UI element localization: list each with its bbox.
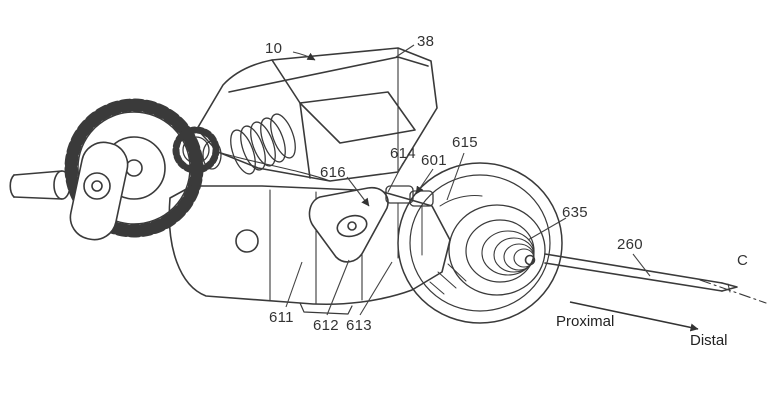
- yoke-bracket: [308, 186, 389, 263]
- leader-612: [326, 259, 350, 316]
- ref-label-38: 38: [417, 33, 435, 50]
- ref-label-10: 10: [265, 40, 283, 57]
- leader-615: [446, 152, 465, 201]
- ref-label-260: 260: [617, 236, 643, 253]
- leader-260: [632, 253, 651, 277]
- direction-label-distal: Distal: [690, 332, 728, 349]
- housing-cover: [196, 47, 438, 182]
- rotary-drum: [397, 162, 563, 324]
- ref-label-613: 613: [346, 317, 372, 334]
- drive-gear: [64, 98, 220, 238]
- ref-label-614: 614: [390, 145, 416, 162]
- leader-lines: [285, 44, 651, 316]
- input-shaft: [9, 170, 71, 200]
- leader-616: [346, 176, 370, 207]
- leader-614: [387, 162, 404, 193]
- ref-label-612: 612: [313, 317, 339, 334]
- axis-centerline: [699, 279, 767, 304]
- ref-label-616: 616: [320, 164, 346, 181]
- leader-611: [285, 261, 303, 308]
- axis-label-c: C: [737, 252, 749, 269]
- leader-613: [359, 261, 393, 316]
- direction-label-proximal: Proximal: [556, 313, 615, 330]
- bellows-coil: [202, 113, 296, 175]
- gear-bracket: [69, 141, 129, 241]
- leader-38: [395, 44, 415, 58]
- ref-label-635: 635: [562, 204, 588, 221]
- leader-635: [527, 217, 567, 241]
- leader-10: [292, 51, 316, 61]
- ref-label-601: 601: [421, 152, 447, 169]
- ref-label-615: 615: [452, 134, 478, 151]
- proximal-distal-arrow: [569, 301, 699, 332]
- coupler-parts: [385, 185, 434, 259]
- ref-label-611: 611: [269, 309, 294, 326]
- leader-601: [415, 168, 434, 195]
- elongated-shaft: [544, 253, 738, 293]
